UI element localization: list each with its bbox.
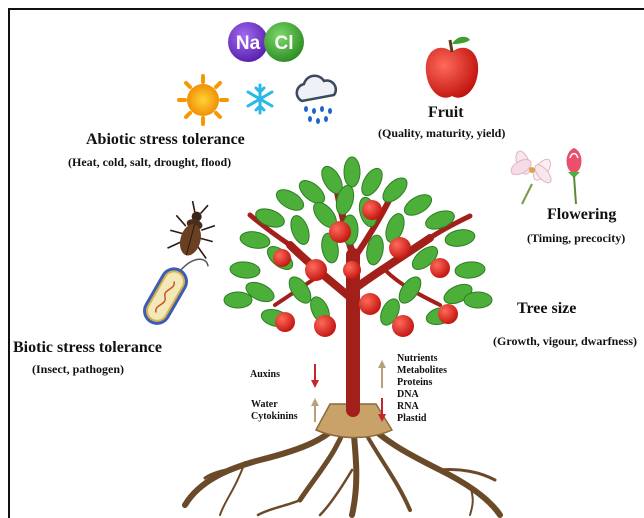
water-arrow bbox=[311, 398, 319, 422]
auxins-label: Auxins bbox=[250, 369, 280, 381]
biotic-detail: (Insect, pathogen) bbox=[32, 362, 124, 377]
sodium-symbol: Na bbox=[236, 33, 261, 54]
salt-icon: Na Cl bbox=[228, 22, 304, 62]
flowering-title: Flowering bbox=[547, 206, 616, 224]
sun-icon bbox=[179, 76, 227, 124]
water-label: Water bbox=[251, 399, 278, 411]
abiotic-title: Abiotic stress tolerance bbox=[86, 131, 245, 149]
nutrient-up-arrow bbox=[378, 360, 386, 388]
list-item-rna: RNA bbox=[397, 401, 447, 413]
beetle-icon bbox=[165, 197, 221, 261]
apple-icon bbox=[426, 37, 478, 98]
bacterium-icon bbox=[138, 245, 210, 334]
list-item-dna: DNA bbox=[397, 389, 447, 401]
tree-size-detail: (Growth, vigour, dwarfness) bbox=[493, 334, 637, 349]
snowflake-icon bbox=[248, 85, 272, 113]
flower-icon bbox=[509, 148, 582, 204]
cytokinins-label: Cytokinins bbox=[251, 411, 298, 423]
tree-size-title: Tree size bbox=[517, 300, 576, 318]
fruit-title: Fruit bbox=[428, 104, 464, 122]
biotic-title: Biotic stress tolerance bbox=[13, 339, 162, 357]
list-item-plastid: Plastid bbox=[397, 413, 447, 425]
chlorine-symbol: Cl bbox=[275, 33, 294, 54]
auxin-arrow bbox=[311, 364, 319, 388]
list-item-metabolites: Metabolites bbox=[397, 365, 447, 377]
rain-cloud-icon bbox=[297, 76, 336, 124]
list-item-nutrients: Nutrients bbox=[397, 353, 447, 365]
fruit-detail: (Quality, maturity, yield) bbox=[378, 126, 505, 141]
transport-list: Nutrients Metabolites Proteins DNA RNA P… bbox=[397, 353, 447, 425]
list-item-proteins: Proteins bbox=[397, 377, 447, 389]
flowering-detail: (Timing, precocity) bbox=[527, 231, 625, 246]
abiotic-detail: (Heat, cold, salt, drought, flood) bbox=[68, 155, 231, 170]
